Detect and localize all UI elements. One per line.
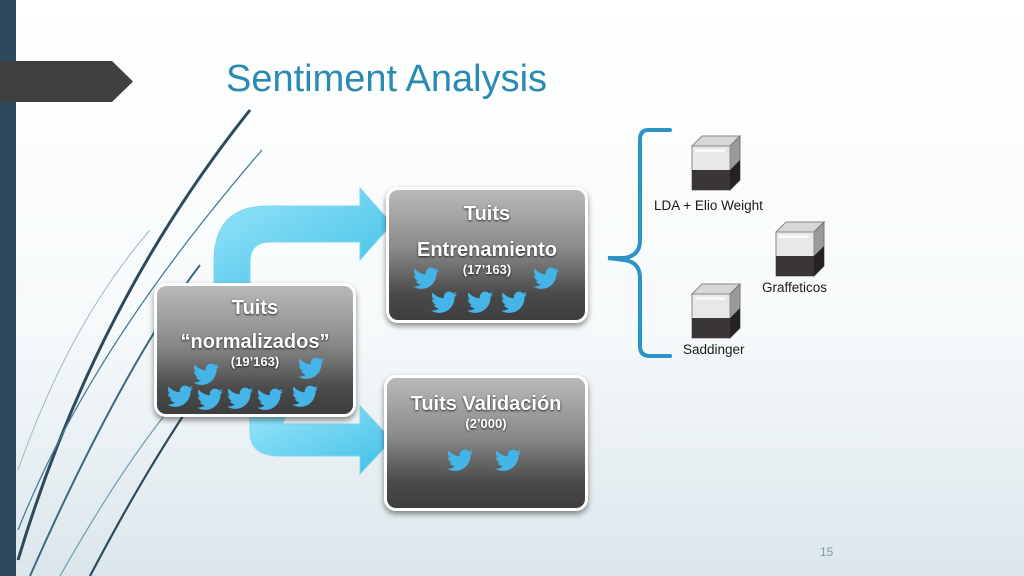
box-count: (19’163) [230, 354, 280, 369]
box-tuits-validacion: Tuits Validación (2’000) [384, 375, 588, 511]
box-tuits-normalizados: Tuits “normalizados” (19’163) [154, 283, 356, 417]
bird-icon [493, 448, 523, 472]
bird-icon [165, 384, 195, 408]
bird-icon [531, 266, 561, 290]
box-count: (2’000) [465, 416, 507, 431]
bird-icon [195, 387, 225, 411]
box-tuits-entrenamiento: Tuits Entrenamiento (17’163) [386, 187, 588, 323]
box-title-line2: Entrenamiento [416, 239, 558, 261]
bird-icon [225, 386, 255, 410]
left-sidebar-bar [0, 0, 16, 576]
model-label-lda: LDA + Elio Weight [654, 198, 763, 213]
box-title-line1: Tuits [231, 297, 279, 319]
bird-icon [296, 356, 326, 380]
bird-icon [465, 290, 495, 314]
box-title-line1: Tuits [463, 203, 511, 225]
bird-icon [499, 290, 529, 314]
slide-title: Sentiment Analysis [226, 58, 548, 100]
bird-icon [191, 362, 221, 386]
cube-icon [686, 282, 742, 340]
box-title-line2: “normalizados” [180, 331, 330, 353]
model-label-graffeticos: Graffeticos [762, 280, 828, 295]
box-title: Tuits Validación [410, 393, 562, 415]
bird-icon [445, 448, 475, 472]
bird-icon [411, 266, 441, 290]
cube-icon [770, 220, 826, 278]
models-bracket [607, 128, 672, 358]
arrow-to-training [213, 186, 393, 286]
bird-icon [255, 387, 285, 411]
cube-icon [686, 134, 742, 192]
page-number: 15 [820, 545, 834, 559]
bird-icon [290, 384, 320, 408]
model-label-saddinger: Saddinger [683, 342, 745, 357]
title-tab-marker [0, 61, 133, 102]
bird-icon [429, 290, 459, 314]
box-count: (17’163) [462, 262, 512, 277]
